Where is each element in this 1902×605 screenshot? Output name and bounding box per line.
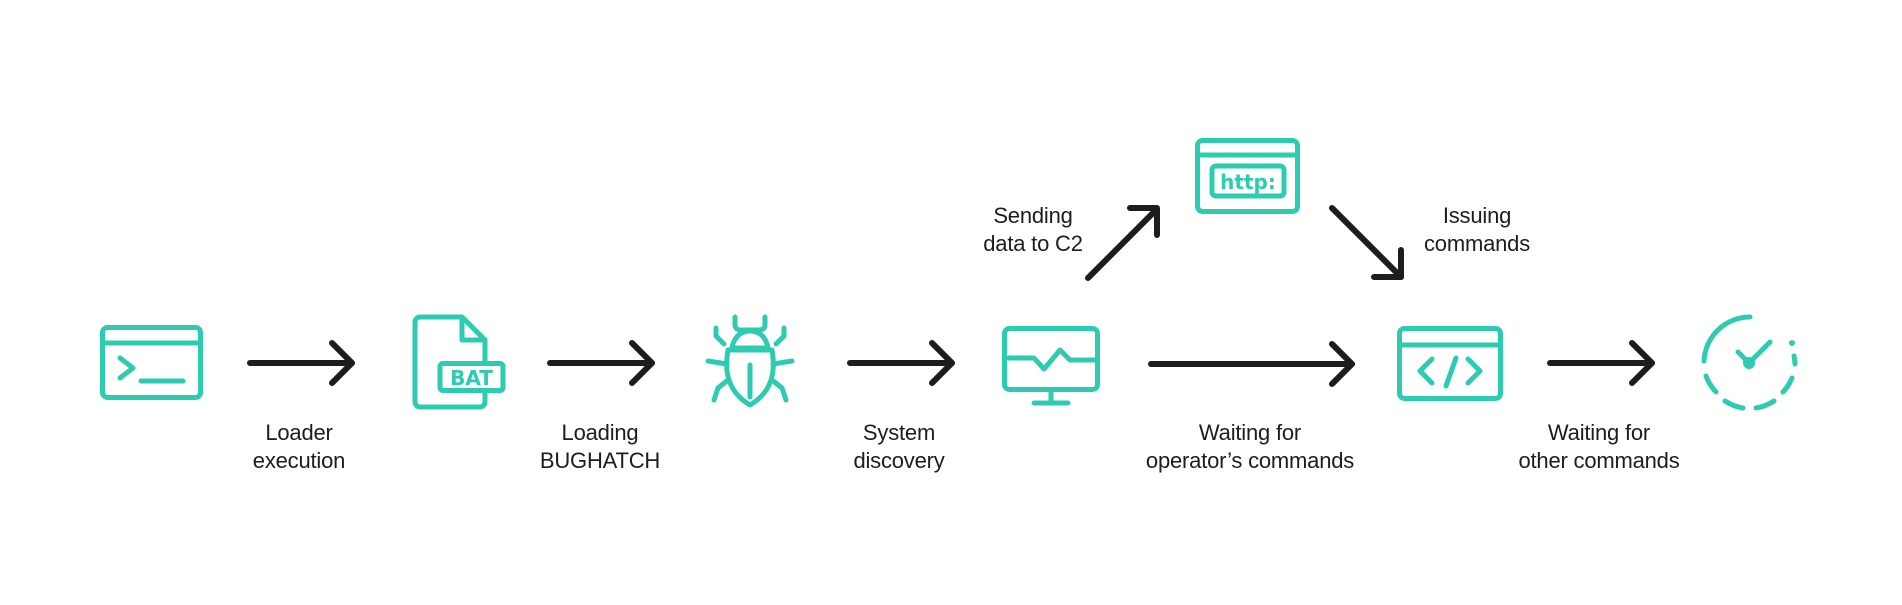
- label-system-discovery: System discovery: [853, 420, 945, 473]
- label-waiting-other-commands: Waiting for other commands: [1518, 420, 1680, 473]
- http-browser-icon: http:: [1195, 138, 1300, 214]
- bat-file-label: BAT: [450, 366, 493, 390]
- label-sending-data-to-c2: Sending data to C2: [983, 203, 1083, 256]
- arrow-loader-execution: [247, 340, 355, 386]
- monitor-activity-icon: [1002, 326, 1100, 406]
- label-issuing-commands: Issuing commands: [1424, 203, 1530, 256]
- label-loader-execution: Loader execution: [252, 420, 346, 473]
- bug-icon: [705, 314, 795, 408]
- arrow-waiting-operator-commands: [1148, 341, 1355, 387]
- arrow-waiting-other-commands: [1547, 340, 1655, 386]
- label-waiting-operator-commands: Waiting for operator’s commands: [1145, 420, 1355, 473]
- arrow-system-discovery: [847, 340, 955, 386]
- label-loading-bughatch: Loading BUGHATCH: [539, 420, 661, 473]
- clock-pending-icon: [1701, 314, 1798, 411]
- bat-file-icon: BAT: [412, 314, 506, 410]
- arrow-sending-data-to-c2: [1085, 205, 1160, 281]
- terminal-window-icon: [100, 325, 203, 400]
- arrow-loading-bughatch: [547, 340, 655, 386]
- http-label: http:: [1220, 170, 1276, 194]
- code-window-icon: [1397, 326, 1503, 401]
- arrow-issuing-commands: [1329, 205, 1404, 280]
